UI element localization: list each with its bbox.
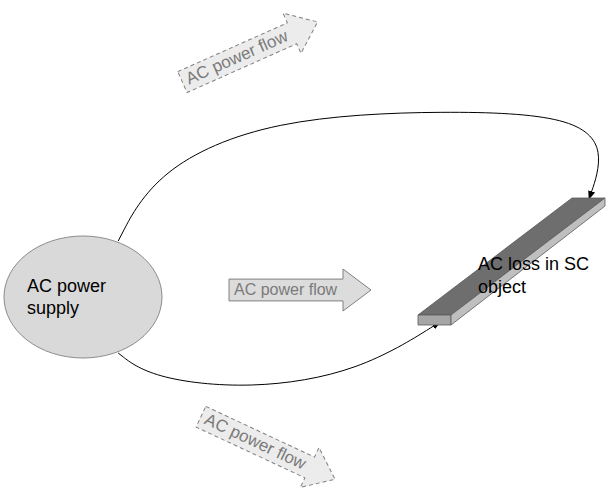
arrow-body — [173, 2, 326, 102]
arrow-body — [229, 269, 371, 311]
arrow-body — [192, 397, 345, 497]
superconductor-slab: AC loss in SC object — [418, 195, 605, 325]
current-lead — [118, 322, 440, 385]
block-arrow: AC power flow — [229, 269, 371, 311]
slab-face — [451, 198, 605, 325]
block-arrow: AC power flow — [173, 2, 326, 102]
block-arrow: AC power flow — [192, 397, 345, 497]
slab-face — [418, 198, 605, 315]
node-label: AC loss in SC object — [478, 253, 590, 298]
ellipse-outline — [4, 236, 162, 358]
current-lead — [118, 112, 598, 241]
node-label: AC power flow — [201, 410, 309, 474]
source-ellipse: AC power supply — [3, 235, 163, 359]
node-label: AC power flow — [234, 281, 337, 299]
node-label: AC power flow — [183, 26, 291, 88]
slab-face — [418, 315, 451, 325]
node-outline — [3, 235, 163, 359]
node-label: AC power supply — [27, 275, 139, 320]
